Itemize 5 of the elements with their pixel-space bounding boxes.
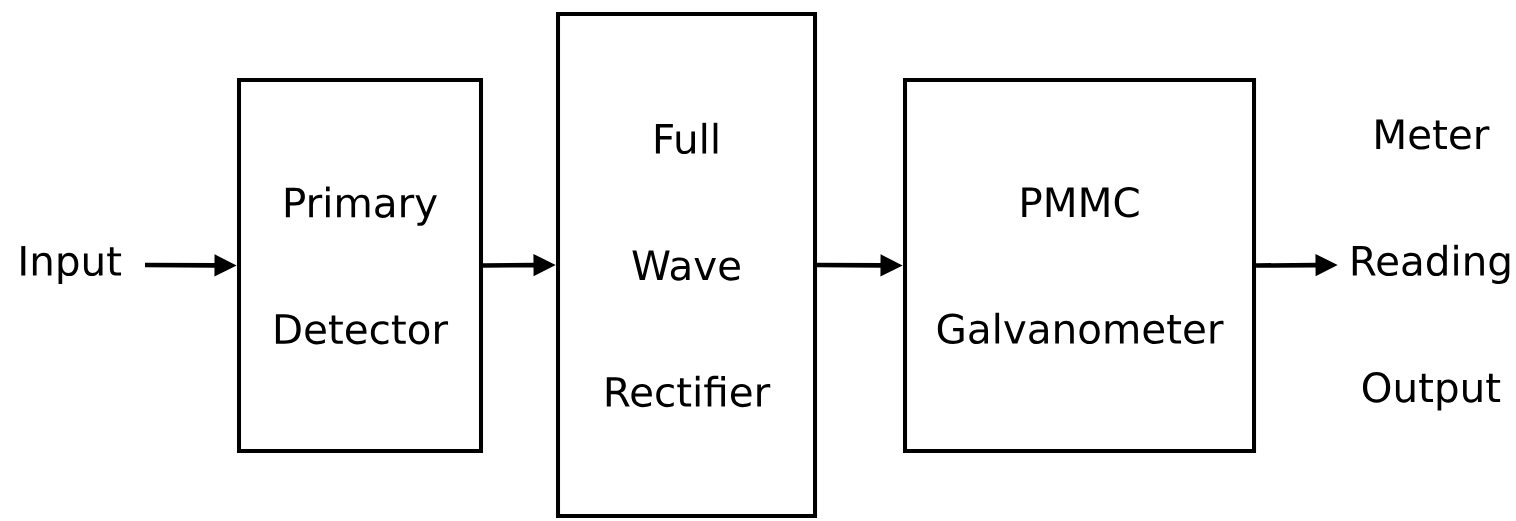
process-box: Full Wave Rectifier xyxy=(556,11,818,518)
text-label: Input xyxy=(21,246,122,284)
text-label: Meter Reading Output xyxy=(1352,119,1510,411)
process-box: PMMC Galvanometer xyxy=(903,78,1257,453)
process-box: Primary Detector xyxy=(237,78,484,453)
